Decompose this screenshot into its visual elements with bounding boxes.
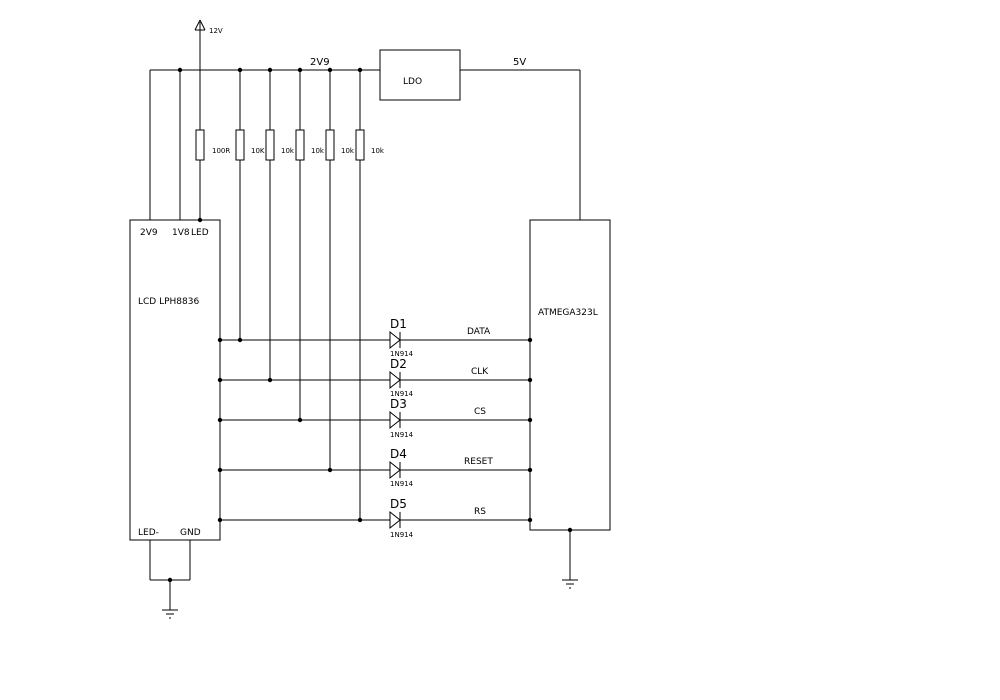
diode-ref: D1 (390, 317, 407, 331)
mcu-label: ATMEGA323L (538, 308, 598, 318)
mcu-atmega: ATMEGA323L (529, 219, 611, 531)
lcd-module: 2V9 1V8 LED LCD LPH8836 LED- GND (129, 219, 221, 541)
net-label: DATA (467, 327, 491, 337)
resistor-value: 100R (212, 147, 230, 155)
net-label: CLK (471, 367, 489, 377)
signal-line-cs: D3 1N914 CS (217, 397, 533, 439)
signal-line-reset: D4 1N914 RESET (217, 447, 533, 488)
resistor-value: 10k (341, 147, 355, 155)
diode-part: 1N914 (390, 431, 414, 439)
resistor-r1: 100R (195, 129, 230, 161)
lcd-pin-led-minus: LED- (138, 528, 159, 538)
lcd-pin-1v8: 1V8 (172, 228, 190, 238)
diode-part: 1N914 (390, 480, 414, 488)
signal-line-clk: D2 1N914 CLK (217, 357, 533, 398)
mcu-ground (562, 527, 578, 589)
label-2v9: 2V9 (310, 57, 330, 68)
diode-part: 1N914 (390, 390, 414, 398)
resistor-r6: 10k (355, 70, 385, 520)
net-label: RS (474, 507, 486, 517)
diode-part: 1N914 (390, 531, 414, 539)
signal-line-rs: D5 1N914 RS (217, 497, 533, 539)
resistor-r2: 10K (235, 70, 265, 340)
lcd-pin-2v9: 2V9 (140, 228, 158, 238)
diode-ref: D3 (390, 397, 407, 411)
lcd-pin-gnd: GND (180, 528, 201, 538)
rail-5v: 5V (460, 57, 581, 220)
ldo-regulator: LDO (379, 49, 461, 101)
resistor-value: 10k (281, 147, 295, 155)
supply-12v: 12V (194, 19, 223, 130)
signal-line-data: D1 1N914 DATA (217, 317, 533, 358)
resistor-r3: 10k (265, 70, 295, 380)
resistor-r4: 10k (295, 70, 325, 420)
lcd-ground (149, 540, 191, 619)
net-label: RESET (464, 457, 493, 467)
resistor-value: 10K (251, 147, 265, 155)
diode-part: 1N914 (390, 350, 414, 358)
resistor-value: 10k (371, 147, 385, 155)
lcd-title: LCD LPH8836 (138, 297, 199, 307)
net-label: CS (474, 407, 486, 417)
rail-2v9: 2V9 (150, 57, 380, 73)
lcd-pin-led: LED (191, 228, 209, 238)
label-12v: 12V (209, 27, 223, 35)
ldo-label: LDO (403, 77, 422, 87)
diode-ref: D4 (390, 447, 407, 461)
diode-ref: D2 (390, 357, 407, 371)
resistor-value: 10k (311, 147, 325, 155)
label-5v: 5V (513, 57, 526, 68)
resistor-r5: 10k (325, 70, 355, 470)
diode-ref: D5 (390, 497, 407, 511)
